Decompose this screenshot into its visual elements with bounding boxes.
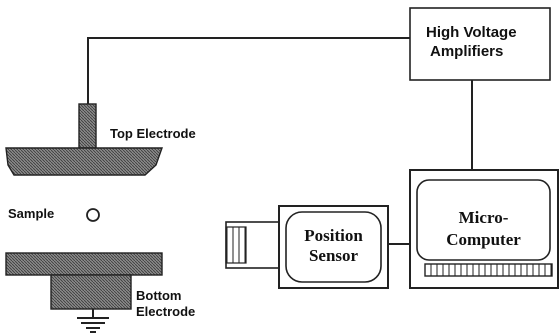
sample-label: Sample bbox=[8, 206, 55, 221]
position-sensor-label-line2: Sensor bbox=[308, 246, 359, 265]
keyboard-icon bbox=[424, 263, 553, 277]
ground-icon bbox=[77, 317, 109, 333]
wire-amplifier-to-top-electrode bbox=[87, 37, 410, 104]
sensor-lens-grid bbox=[225, 226, 247, 264]
top-electrode-label: Top Electrode bbox=[110, 126, 196, 141]
high-voltage-label-line2: Amplifiers bbox=[430, 43, 504, 60]
bottom-electrode-label-line1: Bottom bbox=[136, 288, 182, 303]
position-sensor-inner-box bbox=[285, 211, 382, 283]
bottom-electrode-label-line2: Electrode bbox=[136, 304, 196, 319]
microcomputer-label-line2: Computer bbox=[446, 230, 521, 249]
high-voltage-amplifiers-box bbox=[409, 7, 551, 81]
high-voltage-label-line1: High Voltage bbox=[426, 24, 517, 41]
microcomputer-screen bbox=[416, 179, 551, 261]
top-electrode-stem bbox=[78, 103, 97, 149]
top-electrode-plate bbox=[5, 147, 163, 176]
sample-circle bbox=[86, 208, 100, 222]
microcomputer-label-line1: Micro- bbox=[458, 208, 509, 227]
position-sensor-label-line1: Position bbox=[304, 226, 363, 245]
bottom-electrode-plate bbox=[5, 252, 163, 276]
bottom-electrode-base bbox=[50, 274, 132, 310]
